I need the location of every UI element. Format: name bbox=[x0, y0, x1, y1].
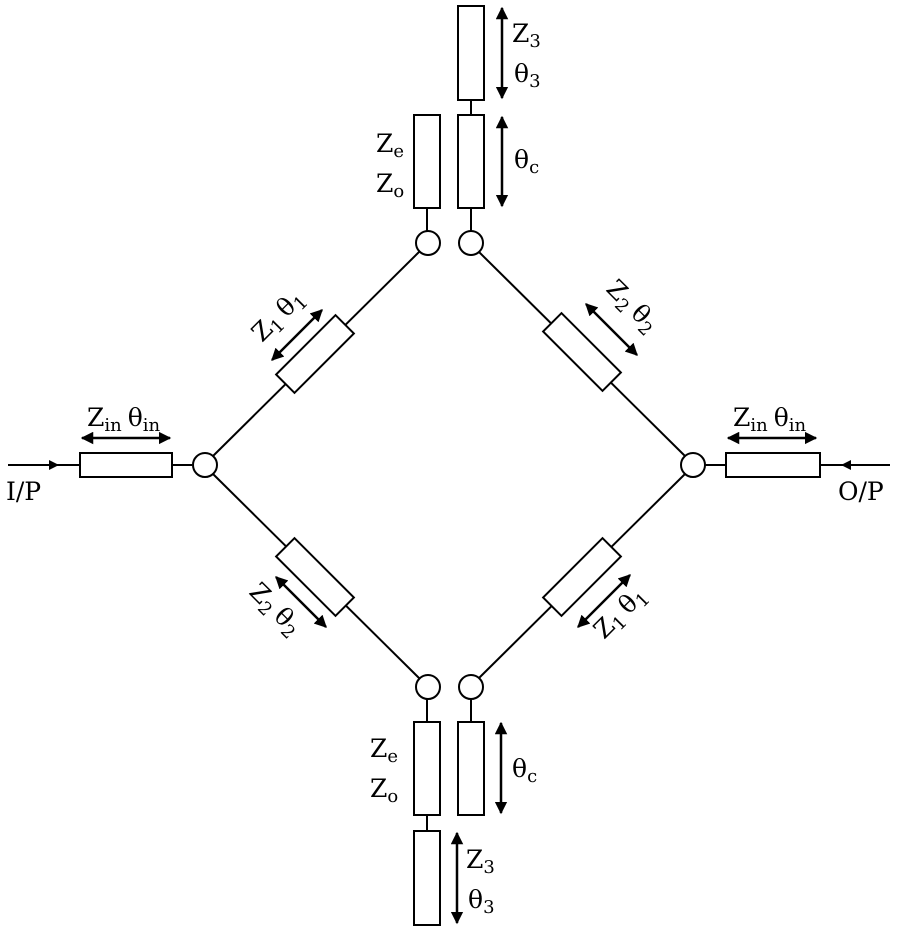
bottom-theta3-label: θ3 bbox=[468, 885, 495, 918]
right-node bbox=[680, 452, 706, 478]
output-line-box bbox=[725, 452, 821, 478]
top-right-node bbox=[458, 230, 484, 256]
bottom-z3-label: Z3 bbox=[466, 845, 495, 878]
z2-lower-dim-arrow bbox=[275, 576, 327, 628]
top-coupled-right-box bbox=[457, 114, 485, 209]
top-open-stub-box bbox=[457, 5, 485, 101]
z2-upper-label: Z2θ2 bbox=[598, 274, 665, 341]
z1-lower-dim-arrow bbox=[577, 574, 631, 628]
z1-upper-dim-arrow bbox=[271, 309, 323, 361]
top-coupled-left-box bbox=[413, 114, 441, 209]
top-zo-label: Zo bbox=[376, 169, 404, 202]
bottom-coupled-right-box bbox=[457, 721, 485, 816]
output-port-label: O/P bbox=[838, 477, 884, 506]
bottom-thetac-label: θc bbox=[512, 754, 537, 787]
bottom-coupled-left-box bbox=[413, 721, 441, 816]
bottom-left-node bbox=[415, 674, 441, 700]
input-line-box bbox=[79, 452, 173, 478]
z1-upper-label: Z1θ1 bbox=[246, 283, 313, 350]
z2-lower-label: Z2θ2 bbox=[241, 577, 308, 644]
left-node bbox=[192, 452, 218, 478]
z2-upper-box bbox=[541, 311, 623, 393]
input-port-label: I/P bbox=[6, 477, 41, 506]
bottom-right-node bbox=[458, 674, 484, 700]
top-theta3-label: θ3 bbox=[514, 59, 541, 92]
top-thetac-label: θc bbox=[514, 145, 539, 178]
top-ze-label: Ze bbox=[376, 129, 404, 162]
z1-upper-box bbox=[274, 313, 356, 395]
bottom-open-stub-box bbox=[413, 830, 441, 926]
top-left-node bbox=[415, 230, 441, 256]
z1-lower-box bbox=[541, 536, 623, 618]
z1-lower-label: Z1θ1 bbox=[588, 580, 655, 647]
z2-upper-dim-arrow bbox=[585, 303, 638, 356]
bottom-zo-label: Zo bbox=[370, 774, 398, 807]
top-z3-label: Z3 bbox=[512, 19, 541, 52]
bottom-ze-label: Ze bbox=[370, 734, 398, 767]
